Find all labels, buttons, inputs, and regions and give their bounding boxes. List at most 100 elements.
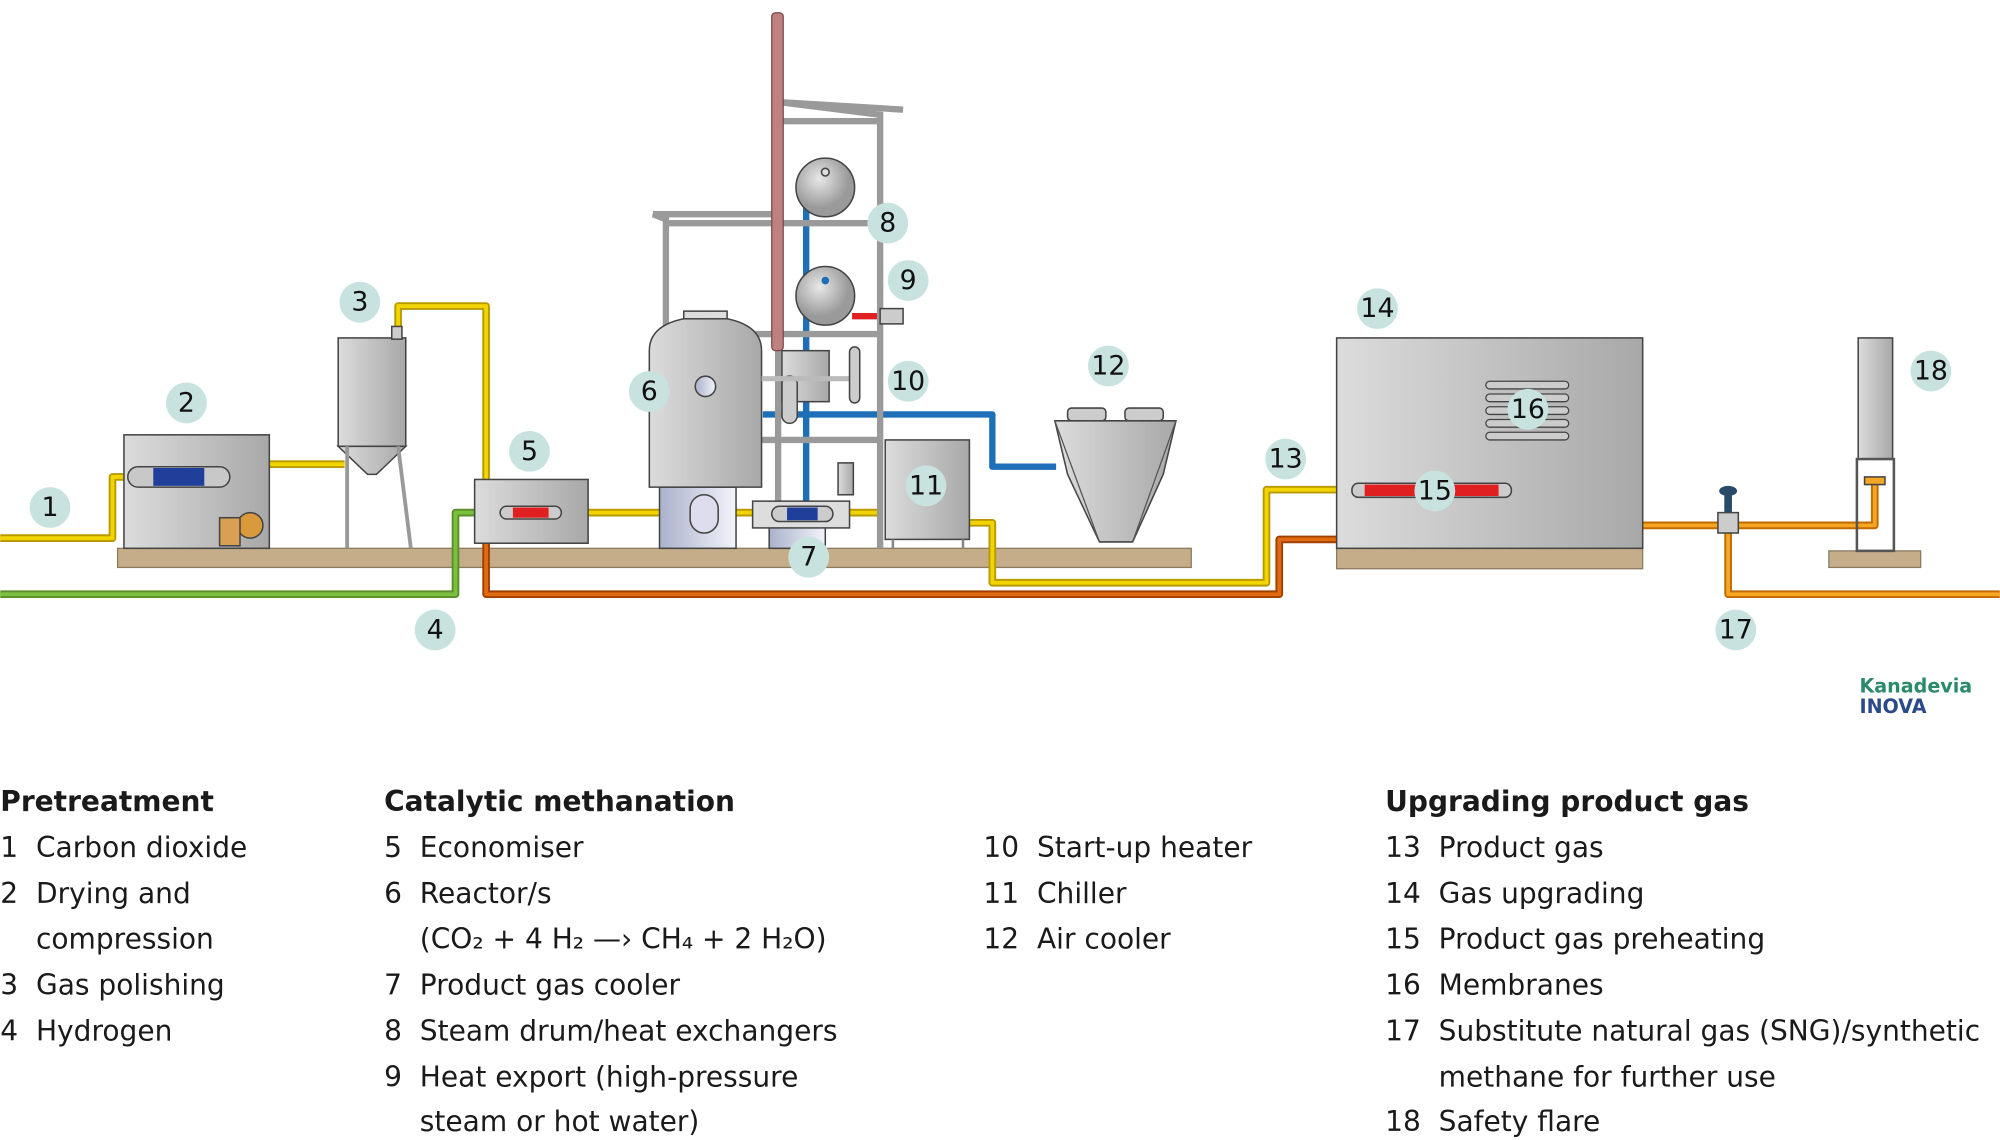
badge-13: 13 [1265, 438, 1307, 480]
svg-text:7: 7 [800, 542, 817, 573]
svg-text:5: 5 [521, 436, 538, 467]
badge-17: 17 [1715, 609, 1757, 651]
safety-flare [1855, 337, 1896, 553]
drying-compression-unit [123, 434, 271, 550]
svg-text:1: 1 [41, 492, 58, 523]
svg-text:11: 11 [909, 470, 943, 501]
svg-text:Substitute natural gas (SNG)/s: Substitute natural gas (SNG)/synthetic [1439, 1015, 1980, 1048]
kanadevia-inova-logo: Kanadevia INOVA [1859, 674, 1972, 717]
badge-3: 3 [339, 281, 381, 323]
svg-text:2: 2 [178, 387, 195, 418]
svg-text:3: 3 [351, 287, 368, 318]
pipework [0, 178, 2000, 599]
vent-stack [771, 12, 784, 352]
svg-text:2: 2 [0, 877, 18, 910]
svg-text:3: 3 [0, 969, 18, 1002]
svg-text:Reactor/s: Reactor/s [420, 877, 552, 910]
svg-text:Product gas cooler: Product gas cooler [420, 969, 681, 1002]
svg-text:17: 17 [1385, 1015, 1421, 1048]
svg-text:7: 7 [384, 969, 402, 1002]
svg-text:Hydrogen: Hydrogen [36, 1015, 172, 1048]
svg-text:4: 4 [427, 614, 444, 645]
svg-text:Start-up heater: Start-up heater [1037, 831, 1253, 864]
svg-text:Catalytic methanation: Catalytic methanation [384, 785, 735, 818]
badge-14: 14 [1357, 288, 1398, 329]
svg-text:Gas polishing: Gas polishing [36, 969, 225, 1002]
heat-exchanger-drum-icon [795, 265, 856, 326]
svg-text:15: 15 [1418, 475, 1452, 506]
legend-methanation: Catalytic methanation 5 Economiser 6 React… [384, 785, 1252, 1138]
svg-text:9: 9 [384, 1060, 402, 1093]
svg-text:8: 8 [879, 208, 896, 239]
svg-text:18: 18 [1385, 1105, 1421, 1138]
svg-text:Carbon dioxide: Carbon dioxide [36, 831, 247, 864]
control-valve-icon [1717, 485, 1740, 534]
svg-text:(CO₂ + 4 H₂ —› CH₄ + 2 H₂O): (CO₂ + 4 H₂ —› CH₄ + 2 H₂O) [420, 923, 827, 956]
svg-text:18: 18 [1914, 356, 1948, 387]
svg-text:11: 11 [983, 877, 1019, 910]
svg-text:15: 15 [1385, 923, 1421, 956]
svg-text:14: 14 [1360, 293, 1394, 324]
badge-11: 11 [905, 465, 947, 507]
badge-8: 8 [867, 202, 909, 244]
svg-text:Safety flare: Safety flare [1439, 1105, 1601, 1138]
badge-18: 18 [1910, 350, 1952, 392]
svg-text:9: 9 [900, 265, 917, 296]
steam-drum-icon [795, 157, 856, 218]
badge-5: 5 [509, 431, 550, 472]
svg-text:14: 14 [1385, 877, 1421, 910]
svg-text:13: 13 [1269, 444, 1303, 475]
svg-text:10: 10 [891, 366, 925, 397]
svg-text:Drying and: Drying and [36, 877, 191, 910]
svg-text:5: 5 [384, 831, 402, 864]
badge-6: 6 [628, 371, 670, 412]
svg-text:Product gas: Product gas [1439, 831, 1604, 864]
svg-text:INOVA: INOVA [1859, 695, 1926, 718]
svg-text:6: 6 [384, 877, 402, 910]
svg-text:17: 17 [1719, 614, 1753, 645]
air-cooler [1053, 407, 1177, 543]
svg-text:16: 16 [1511, 394, 1545, 425]
svg-text:compression: compression [36, 923, 214, 956]
reactor [648, 310, 763, 550]
gas-polishing-vessel [336, 325, 413, 549]
svg-text:4: 4 [0, 1015, 18, 1048]
svg-text:10: 10 [983, 831, 1019, 864]
start-up-heater [761, 346, 861, 425]
economiser [473, 478, 589, 544]
svg-text:16: 16 [1385, 969, 1421, 1002]
svg-text:Steam drum/heat exchangers: Steam drum/heat exchangers [420, 1015, 838, 1048]
svg-text:Chiller: Chiller [1037, 877, 1127, 910]
svg-text:Heat export (high-pressure: Heat export (high-pressure [420, 1060, 799, 1093]
badge-4: 4 [414, 609, 456, 651]
gas-upgrading-enclosure [1335, 337, 1644, 550]
legend-upgrading: Upgrading product gas 13 Product gas 14 Ga… [1385, 785, 1980, 1138]
svg-text:Pretreatment: Pretreatment [0, 785, 214, 818]
badge-16: 16 [1507, 388, 1549, 430]
badge-10: 10 [887, 360, 929, 402]
svg-text:12: 12 [983, 923, 1019, 956]
legend-pretreatment: Pretreatment 1 Carbon dioxide 2 Drying and… [0, 785, 247, 1048]
svg-text:13: 13 [1385, 831, 1421, 864]
badge-9: 9 [887, 260, 929, 301]
svg-text:12: 12 [1091, 350, 1125, 381]
svg-text:1: 1 [0, 831, 18, 864]
foundation-slabs [116, 547, 1922, 570]
badge-12: 12 [1087, 345, 1129, 387]
svg-text:Gas upgrading: Gas upgrading [1439, 877, 1645, 910]
badge-2: 2 [166, 382, 207, 424]
badge-7: 7 [788, 536, 830, 578]
svg-text:Membranes: Membranes [1439, 969, 1604, 1002]
badge-1: 1 [29, 487, 71, 528]
svg-text:Product gas preheating: Product gas preheating [1439, 923, 1765, 956]
badge-15: 15 [1414, 470, 1456, 512]
svg-text:Upgrading product gas: Upgrading product gas [1385, 785, 1749, 818]
svg-text:8: 8 [384, 1015, 402, 1048]
svg-text:methane for further use: methane for further use [1439, 1060, 1776, 1093]
svg-text:Economiser: Economiser [420, 831, 584, 864]
svg-text:Kanadevia: Kanadevia [1859, 674, 1972, 697]
svg-text:steam or hot water): steam or hot water) [420, 1105, 700, 1138]
svg-text:Air cooler: Air cooler [1037, 923, 1171, 956]
svg-text:6: 6 [641, 376, 658, 407]
